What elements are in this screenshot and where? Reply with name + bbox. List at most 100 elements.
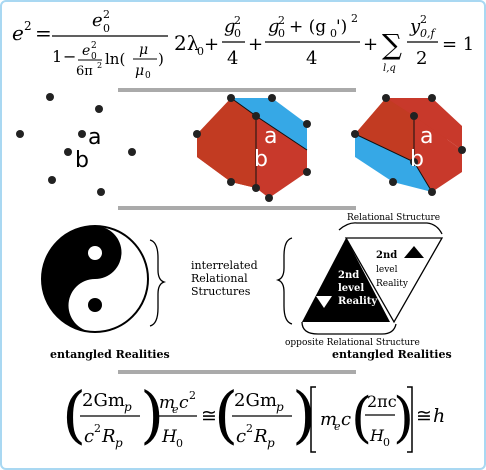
cube-right-blue-face xyxy=(355,134,432,192)
cube-right-vertex xyxy=(428,94,436,102)
point-label-a: a xyxy=(88,125,101,150)
eq2-frac3-num-sub: 0,f xyxy=(420,27,436,40)
cube-right-vertex xyxy=(410,112,418,120)
triangle-caption: entangled Realities xyxy=(332,348,452,361)
cube-left-edge xyxy=(255,115,308,151)
yin-yang-black-dot xyxy=(88,298,102,312)
equation-constraint: 2λ 0 + g 2 0 4 + g 2 0 + (g 0 ') 2 4 + ∑… xyxy=(174,12,474,74)
relational-structure-arc xyxy=(338,222,443,235)
eq1-den-frac-den: 6π xyxy=(76,64,93,79)
divider-middle xyxy=(118,206,356,210)
eq2-frac1-num: g xyxy=(224,16,236,37)
triangle-right-white xyxy=(344,237,444,324)
cube-left-vertex xyxy=(252,184,260,192)
eq1-num-sub: 0 xyxy=(103,22,110,35)
eq3-num2: 2Gm xyxy=(234,390,277,411)
eq3-den2-b: R xyxy=(253,426,268,447)
eq3-m-sub: e xyxy=(334,420,341,433)
yin-yang-caption: entangled Realities xyxy=(50,348,170,361)
cube-left-vertex xyxy=(268,94,276,102)
brace-left xyxy=(275,237,293,325)
eq2-frac2-num-a-sup: 2 xyxy=(278,14,285,27)
cube-left-right-face xyxy=(256,116,307,198)
eq3-inner-den-sub: 0 xyxy=(383,436,390,449)
cube-right-label-b: b xyxy=(410,147,424,172)
eq2-frac2-num-c-sup: 2 xyxy=(351,12,358,25)
eq2-sum-sub: l,q xyxy=(383,63,396,74)
cube-right-left-face xyxy=(355,98,414,162)
cube-left-label-a: a xyxy=(264,124,277,149)
eq2-frac2-num-b-sub: 0 xyxy=(330,27,337,40)
cube-right: a b xyxy=(351,94,466,196)
equation-coupling: e 2 = e 2 0 1 − e 2 0 6π 2 ln( μ μ 0 ) xyxy=(12,8,168,81)
cube-right-vertex xyxy=(389,178,397,186)
eq1-den-frac-num: e xyxy=(82,43,90,59)
eq3-den1-sup: 2 xyxy=(94,422,101,435)
eq3-den2-sup: 2 xyxy=(246,422,253,435)
cube-right-top-face-2 xyxy=(386,98,462,150)
eq2-term1: 2λ xyxy=(174,31,200,55)
cube-right-label-a: a xyxy=(420,124,433,149)
interrelated-line-1: interrelated xyxy=(191,259,258,272)
point xyxy=(128,148,136,156)
eq1-num: e xyxy=(92,10,103,31)
eq3-h: h xyxy=(433,405,445,427)
eq3-den1: c xyxy=(84,426,94,447)
brace-right xyxy=(149,239,167,327)
eq2-frac2-den: 4 xyxy=(306,48,317,69)
eq1-den-mu0-sub: 0 xyxy=(145,71,151,81)
point xyxy=(97,188,105,196)
eq3-num1-sub: p xyxy=(124,400,132,414)
eq3-approx-2: ≅ xyxy=(416,405,432,427)
eq1-lhs: e xyxy=(12,21,24,45)
eq3-frac-den: H xyxy=(161,427,178,447)
eq3-inner-den: H xyxy=(369,426,385,445)
eq2-equals: = 1 xyxy=(442,34,474,55)
cube-right-vertex xyxy=(458,146,466,154)
eq2-frac2-num-a-sub: 0 xyxy=(278,27,285,40)
eq3-lparen-2: ( xyxy=(214,378,238,451)
yin-yang: entangled Realities xyxy=(41,225,170,361)
eq2-term1-sub: 0 xyxy=(197,45,204,58)
point-label-b: b xyxy=(75,148,89,173)
eq3-den1-b: R xyxy=(101,426,116,447)
eq3-c: c xyxy=(341,409,351,430)
eq3-lparen-3: ( xyxy=(351,386,372,449)
eq1-lhs-sup: 2 xyxy=(24,19,32,33)
point xyxy=(64,148,72,156)
interrelated-line-2: Relational xyxy=(191,272,248,285)
eq1-den-minus: − xyxy=(63,47,76,66)
point xyxy=(95,105,103,113)
relational-structure-label: Relational Structure xyxy=(347,213,440,223)
eq3-lbracket xyxy=(310,386,316,453)
eq3-rbracket xyxy=(407,386,413,453)
eq3-lparen-1: ( xyxy=(62,378,86,451)
eq2-plus-3: + xyxy=(363,34,378,55)
eq3-frac-num-b: c xyxy=(179,393,189,413)
cube-left-vertex xyxy=(193,130,201,138)
scattered-points: a b xyxy=(16,93,136,196)
eq2-frac2-num-b: + (g xyxy=(289,17,326,37)
eq3-rparen-2: ) xyxy=(292,378,316,451)
triangle-left-line-2: level xyxy=(338,283,364,294)
eq1-num-sup: 2 xyxy=(103,8,110,21)
eq3-frac-num-sub: e xyxy=(172,403,179,416)
eq3-inner-num: 2πc xyxy=(367,392,397,411)
small-white-triangle xyxy=(316,296,332,308)
triangle-right-line-2: level xyxy=(376,265,398,275)
divider-bottom xyxy=(118,370,356,374)
eq3-den2: c xyxy=(236,426,246,447)
eq2-frac1-num-sup: 2 xyxy=(234,14,241,27)
cube-left-vertex xyxy=(227,94,235,102)
cube-left-label-b: b xyxy=(254,147,268,172)
cube-left-vertex xyxy=(227,178,235,186)
eq1-den-ln: ln( xyxy=(105,50,125,68)
cube-left-vertex xyxy=(303,120,311,128)
point xyxy=(48,176,56,184)
eq3-frac-den-sub: 0 xyxy=(176,437,183,450)
eq1-den-one: 1 xyxy=(52,47,62,66)
eq3-m: m xyxy=(320,409,337,430)
cube-left: a b xyxy=(193,94,311,202)
